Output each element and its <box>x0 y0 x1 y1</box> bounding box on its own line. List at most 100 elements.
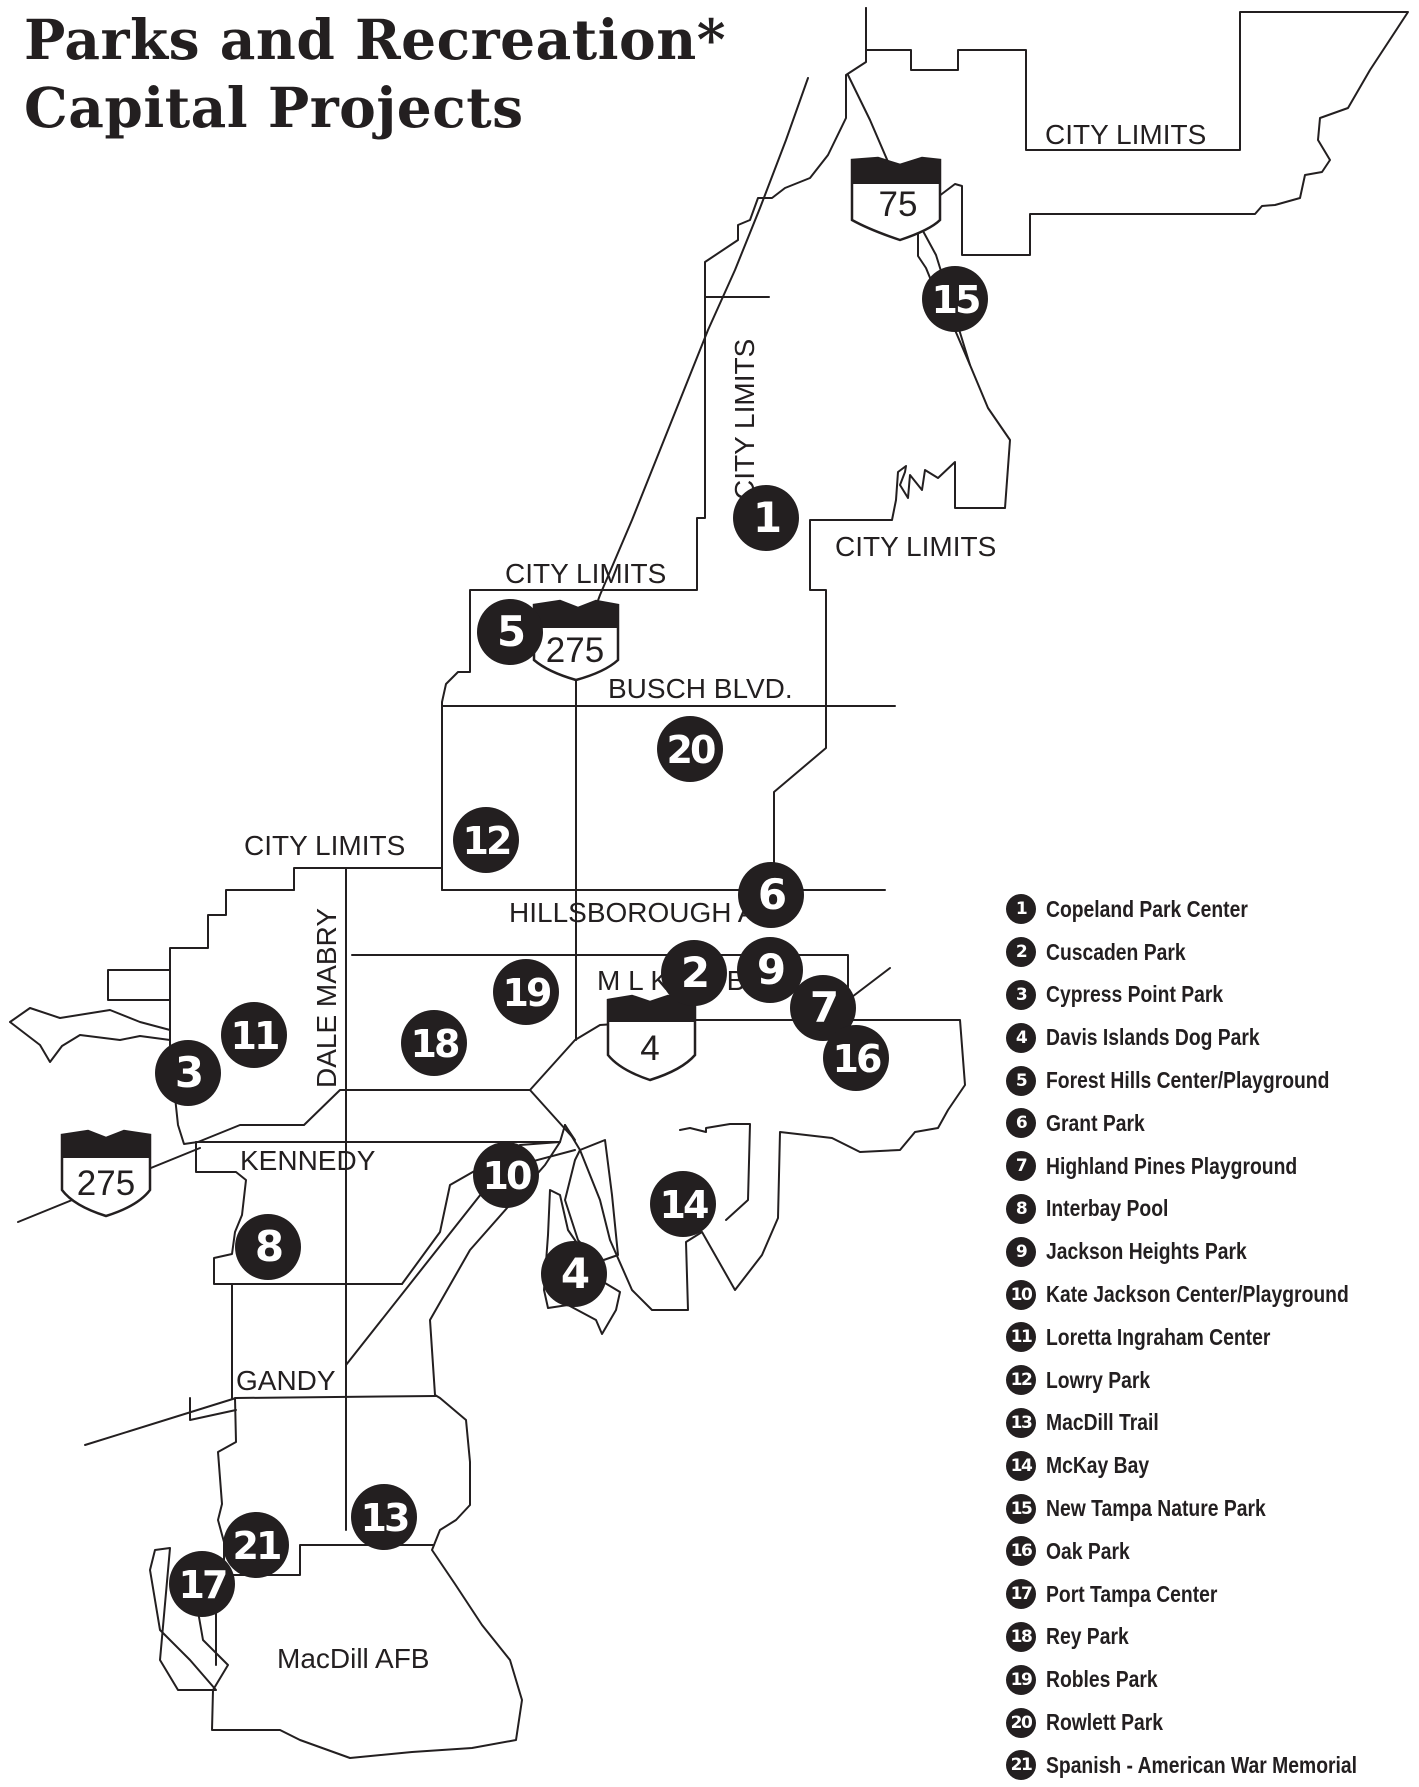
label-dale-mabry: DALE MABRY <box>311 908 342 1088</box>
legend-badge: 10 <box>1006 1279 1036 1310</box>
i75-shield: 75 <box>850 156 942 242</box>
legend-badge: 7 <box>1006 1151 1036 1182</box>
map-marker-number: 15 <box>932 278 979 322</box>
legend-badge: 17 <box>1006 1579 1036 1610</box>
label-city-limits-vertical: CITY LIMITS <box>729 339 760 500</box>
legend-badge: 21 <box>1006 1750 1036 1781</box>
map-marker-circle <box>733 485 799 551</box>
legend-label: Port Tampa Center <box>1046 1580 1218 1607</box>
map-marker-circle <box>657 716 723 782</box>
legend-badge: 8 <box>1006 1193 1036 1224</box>
legend-badge: 12 <box>1006 1365 1036 1396</box>
map-marker-number: 16 <box>833 1037 881 1081</box>
legend-item-4: 4 Davis Islands Dog Park <box>1006 1016 1416 1059</box>
map-marker-number: 19 <box>503 971 551 1015</box>
legend-label: MacDill Trail <box>1046 1409 1159 1436</box>
map-marker-5: 5 <box>477 599 543 665</box>
label-kennedy: KENNEDY <box>240 1145 376 1176</box>
legend-badge: 6 <box>1006 1108 1036 1139</box>
i4-shield: 4 <box>606 994 697 1082</box>
legend-item-1: 1 Copeland Park Center <box>1006 888 1416 931</box>
map-marker-circle <box>155 1040 221 1106</box>
map-marker-circle <box>235 1214 301 1280</box>
legend-label: Rowlett Park <box>1046 1709 1164 1736</box>
legend-badge: 1 <box>1006 894 1036 925</box>
map-marker-21: 21 <box>223 1512 289 1578</box>
map-marker-circle <box>223 1512 289 1578</box>
map-marker-number: 2 <box>681 948 707 997</box>
i275-north-corridor <box>579 77 809 651</box>
legend-badge: 2 <box>1006 937 1036 968</box>
gandy-west <box>189 1397 237 1421</box>
legend-label: Davis Islands Dog Park <box>1046 1024 1260 1051</box>
map-marker-number: 11 <box>231 1014 278 1058</box>
map-marker-number: 18 <box>411 1022 459 1066</box>
map-marker-number: 21 <box>233 1524 280 1568</box>
map-marker-circle <box>823 1025 889 1091</box>
map-marker-circle <box>473 1142 539 1208</box>
port-tampa-west <box>149 1547 217 1691</box>
label-gandy: GANDY <box>236 1365 336 1396</box>
kennedy-line <box>195 1124 566 1143</box>
interbay-west <box>195 1141 247 1399</box>
gandy-line <box>84 1395 437 1446</box>
legend-badge: 14 <box>1006 1450 1036 1481</box>
map-marker-7: 7 <box>790 975 856 1041</box>
i4-shield-number: 4 <box>640 1029 659 1068</box>
legend-label: Copeland Park Center <box>1046 895 1248 922</box>
legend-label: Oak Park <box>1046 1537 1130 1564</box>
legend-badge: 3 <box>1006 979 1036 1010</box>
legend-badge: 4 <box>1006 1022 1036 1053</box>
map-marker-circle <box>221 1002 287 1068</box>
legend-label: Rey Park <box>1046 1623 1129 1650</box>
legend-label: Interbay Pool <box>1046 1195 1169 1222</box>
map-marker-number: 8 <box>255 1222 282 1271</box>
map-marker-1: 1 <box>733 485 799 551</box>
label-city-limits-east: CITY LIMITS <box>835 531 996 562</box>
label-macdill-afb: MacDill AFB <box>277 1643 429 1674</box>
rocky-point-connector <box>107 969 171 1001</box>
i275-west-shield-number: 275 <box>77 1164 135 1203</box>
map-marker-10: 10 <box>473 1142 539 1208</box>
legend-label: Forest Hills Center/Playground <box>1046 1067 1330 1094</box>
rocky-point-peninsula <box>9 1007 171 1063</box>
map-marker-19: 19 <box>493 959 559 1025</box>
label-city-limits-west: CITY LIMITS <box>244 830 405 861</box>
legend-badge: 16 <box>1006 1536 1036 1567</box>
map-marker-circle <box>493 959 559 1025</box>
map-marker-circle <box>650 1171 716 1237</box>
legend-label: Highland Pines Playground <box>1046 1152 1298 1179</box>
legend-label: Jackson Heights Park <box>1046 1238 1247 1265</box>
map-marker-circle <box>453 807 519 873</box>
map-marker-number: 9 <box>757 945 784 994</box>
legend-label: Robles Park <box>1046 1666 1158 1693</box>
legend-item-9: 9 Jackson Heights Park <box>1006 1230 1416 1273</box>
map-marker-number: 14 <box>660 1183 708 1227</box>
map-marker-number: 10 <box>483 1154 531 1198</box>
title-line-1: Parks and Recreation* <box>24 7 726 72</box>
map-marker-circle <box>351 1484 417 1550</box>
label-city-limits-central: CITY LIMITS <box>505 558 666 589</box>
map-marker-circle <box>477 599 543 665</box>
map-marker-16: 16 <box>823 1025 889 1091</box>
map-marker-number: 12 <box>463 819 510 863</box>
i275-west-shield: 275 <box>60 1129 152 1218</box>
map-marker-14: 14 <box>650 1171 716 1237</box>
map-marker-number: 20 <box>667 728 715 772</box>
mckay-bay-loop <box>679 1123 751 1221</box>
map-marker-3: 3 <box>155 1040 221 1106</box>
legend-item-8: 8 Interbay Pool <box>1006 1188 1416 1231</box>
legend-badge: 9 <box>1006 1236 1036 1267</box>
city-limits-central <box>441 296 770 869</box>
city-limits-north-west <box>704 7 867 298</box>
map-marker-number: 13 <box>361 1496 408 1540</box>
